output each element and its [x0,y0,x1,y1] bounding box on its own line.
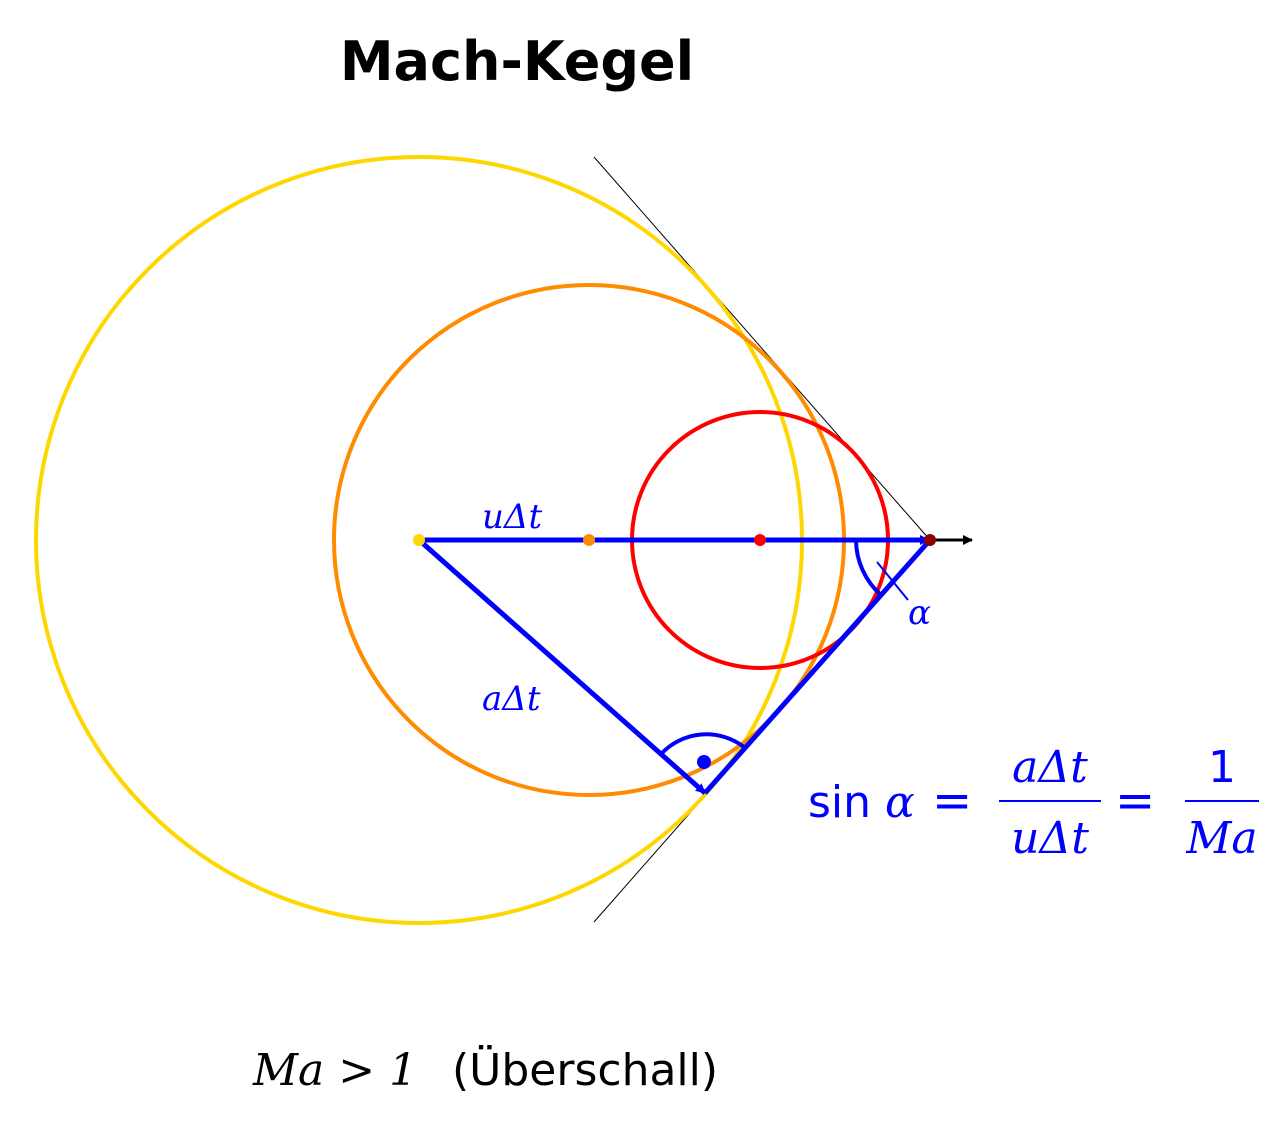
alpha-angle-arc [854,539,883,597]
source-dot-current [924,534,936,546]
a-dt-vector [417,538,707,795]
source-dot-orange [583,534,595,546]
formula-alpha: α [885,777,915,828]
formula-sin: sin [808,777,871,828]
formula-numerator-2: 1 [1208,742,1236,793]
page-title: Mach-Kegel [340,30,694,93]
formula-denominator-2: Ma [1185,813,1257,864]
caption-condition: Ma > 1 [252,1045,417,1096]
right-angle-arc [659,732,746,756]
mach-cone-upper-line [593,156,931,541]
formula-equals-1: = [932,773,972,829]
alpha-pointer-line [876,561,909,601]
source-dot-yellow [413,534,425,546]
label-a-dt: aΔt [482,679,541,719]
label-alpha: α [908,593,931,633]
source-dot-red [754,534,766,546]
formula-numerator-1: aΔt [1012,742,1088,793]
right-angle-dot [697,755,711,769]
label-u-dt: uΔt [482,497,542,537]
formula-denominator-1: uΔt [1011,813,1089,864]
sine-formula: sin α = aΔt uΔt = 1 Ma [808,742,1259,864]
caption-description: (Überschall) [452,1044,718,1096]
formula-equals-2: = [1115,773,1155,829]
